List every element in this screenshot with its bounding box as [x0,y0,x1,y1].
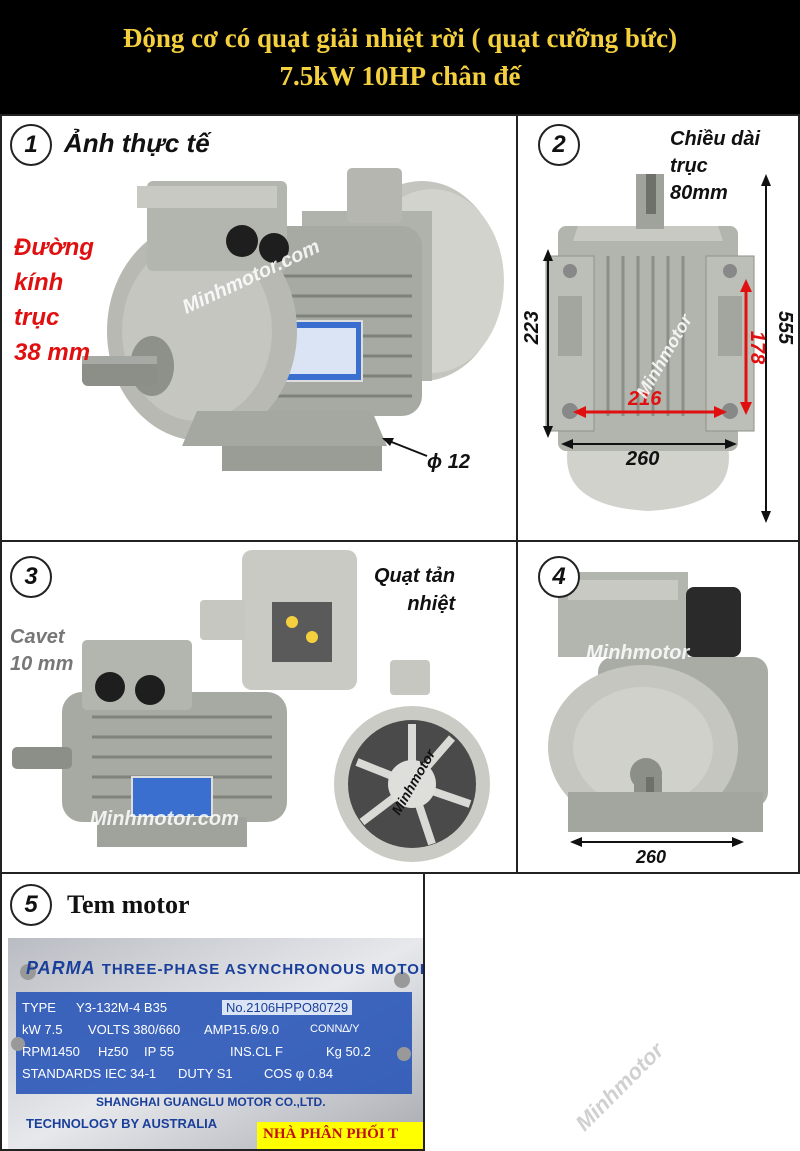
key-label: Cavet 10 mm [10,626,74,675]
panel-dimensions-front: 2 Chiều dài trục 80mm 223 555 178 216 26… [516,114,800,542]
motor-photo-1 [82,168,504,471]
empty-area: Minhmotor [423,872,800,1151]
panel-number-5: 5 [10,884,52,926]
panel-number-3: 3 [10,556,52,598]
shaft-length-label: Chiều dài trục 80mm [670,128,761,204]
nameplate-brand: PARMA [26,958,96,978]
panel-dimensions-side: 4 260 Minhmotor [516,540,800,874]
nameplate-grid: TYPE Y3-132M-4 B35 No.2106HPPO80729 kW 7… [22,999,371,1081]
header-banner: Động cơ có quạt giải nhiệt rời ( quạt cư… [0,0,800,114]
distributor-label: NHÀ PHÂN PHỐI T [257,1122,423,1149]
dimension-260: 260 [626,448,660,470]
watermark: Minhmotor [586,642,690,664]
panel-fan-detail: 3 Quạt tản nhiệt Cavet 10 mm Minhmotor.c… [0,540,518,874]
panel-number-2: 2 [538,124,580,166]
hole-diameter-label: ϕ 12 [427,451,470,473]
panel-title-real-photo: Ảnh thực tế [64,128,210,158]
shaft-diameter-label: Đường kính trục 38 mm [14,234,94,366]
panel-real-photo: 1 Ảnh thực tế Đường kính trục 38 mm ϕ 12… [0,114,518,542]
panel-title-nameplate: Tem motor [67,890,190,919]
nameplate: PARMA THREE-PHASE ASYNCHRONOUS MOTOR TYP… [16,950,423,1149]
panel-number-1: 1 [10,124,52,166]
panel-number-4: 4 [538,556,580,598]
watermark: Minhmotor [570,1037,669,1136]
dimension-223: 223 [521,310,544,345]
nameplate-heading: PARMA THREE-PHASE ASYNCHRONOUS MOTOR [26,958,425,978]
nameplate-tech: TECHNOLOGY BY AUSTRALIA [26,1116,218,1131]
dimension-drawing-front [543,174,771,523]
header-title: Động cơ có quạt giải nhiệt rời ( quạt cư… [122,23,678,53]
nameplate-background [8,938,423,1149]
dimension-555: 555 [774,310,797,345]
motor-photo-3 [12,550,490,862]
nameplate-maker: SHANGHAI GUANGLU MOTOR CO.,LTD. [96,1095,326,1109]
dimension-178: 178 [746,330,769,365]
panel-nameplate: 5 Tem motor PARMA THREE-PHASE ASYNCHRONO… [0,872,425,1151]
fan-label: Quạt tản nhiệt [374,565,456,615]
dimension-216: 216 [628,388,662,410]
dimension-260: 260 [636,847,667,867]
motor-photo-4 [548,572,768,847]
watermark: Minhmotor.com [90,808,239,830]
header-subtitle: 7.5kW 10HP chân đế [279,61,521,91]
